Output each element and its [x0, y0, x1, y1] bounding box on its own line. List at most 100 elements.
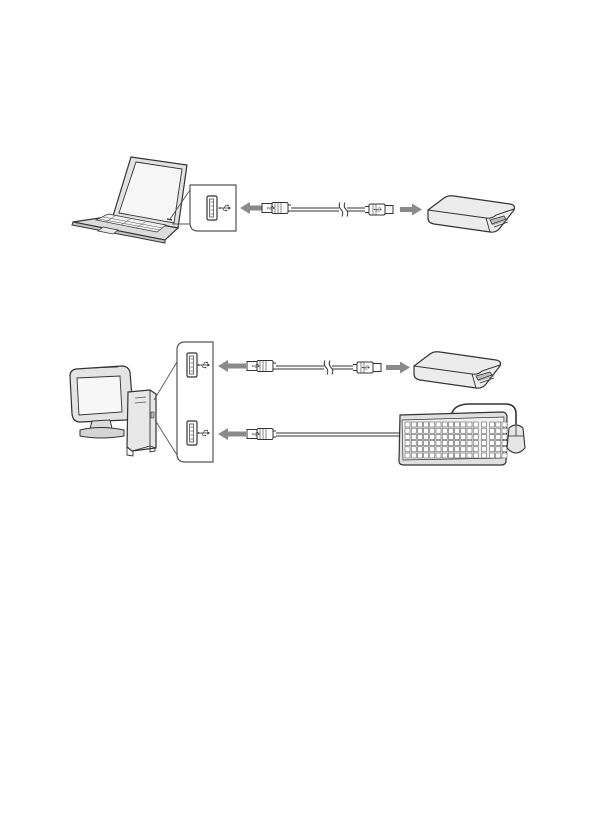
keyboard-key — [461, 434, 466, 439]
keyboard-key — [436, 422, 441, 427]
keyboard-key — [467, 453, 472, 458]
usb-cable — [262, 202, 393, 218]
keyboard-key — [436, 434, 441, 439]
keyboard-key — [430, 422, 435, 427]
keyboard-key — [405, 441, 410, 446]
keyboard-usb-cable — [247, 429, 400, 440]
keyboard-key — [448, 447, 453, 452]
keyboard-key — [481, 428, 486, 433]
keyboard-key — [496, 441, 501, 446]
zoom-leader-lines — [154, 362, 177, 455]
keyboard-key — [417, 447, 422, 452]
keyboard-key — [467, 422, 472, 427]
keyboard-key — [430, 428, 435, 433]
keyboard-key — [490, 447, 495, 452]
keyboard-key — [502, 434, 507, 439]
keyboard-key — [436, 428, 441, 433]
keyboard-key — [436, 441, 441, 446]
keyboard-key — [411, 434, 416, 439]
connect-arrow-left — [218, 428, 246, 440]
usb-port-panel — [190, 185, 236, 231]
keyboard-key — [405, 422, 410, 427]
keyboard-key — [411, 441, 416, 446]
card-reader-icon — [414, 352, 501, 388]
keyboard-key — [496, 428, 501, 433]
keyboard-key — [411, 447, 416, 452]
connect-arrow-left — [240, 202, 262, 214]
keyboard-key — [502, 428, 507, 433]
keyboard-key — [502, 453, 507, 458]
keyboard-key — [481, 441, 486, 446]
keyboard-key — [467, 447, 472, 452]
card-reader-icon — [428, 196, 515, 232]
keyboard-key — [473, 447, 478, 452]
laptop-diagram — [72, 157, 515, 243]
keyboard-key — [496, 434, 501, 439]
keyboard-key — [442, 453, 447, 458]
keyboard-key — [455, 422, 460, 427]
keyboard-key — [417, 441, 422, 446]
usb-port-upper — [187, 353, 197, 377]
keyboard-key — [448, 453, 453, 458]
usb-port — [207, 196, 217, 220]
usb-port-panel — [177, 342, 213, 462]
keyboard-key — [490, 453, 495, 458]
keyboard-key — [490, 434, 495, 439]
keyboard-key — [467, 441, 472, 446]
keyboard-key — [455, 434, 460, 439]
mouse-icon — [507, 424, 525, 453]
keyboard-key — [417, 434, 422, 439]
keyboard-key — [490, 422, 495, 427]
keyboard-key — [405, 434, 410, 439]
keyboard-key — [473, 428, 478, 433]
keyboard-key — [411, 453, 416, 458]
usb-port-lower — [187, 421, 197, 445]
keyboard-key — [496, 447, 501, 452]
keyboard-key — [467, 434, 472, 439]
keyboard-key — [502, 422, 507, 427]
keyboard-key — [461, 447, 466, 452]
keyboard-key — [473, 441, 478, 446]
keyboard-key — [424, 441, 429, 446]
keyboard-key — [430, 447, 435, 452]
desktop-diagram — [70, 342, 525, 465]
keyboard-key — [481, 422, 486, 427]
keyboard-key — [405, 453, 410, 458]
keyboard-key — [473, 453, 478, 458]
keyboard-key — [442, 422, 447, 427]
keyboard-key — [424, 428, 429, 433]
keyboard-key — [442, 434, 447, 439]
keyboard-key — [430, 434, 435, 439]
keyboard-key — [417, 453, 422, 458]
keyboard-key — [467, 428, 472, 433]
keyboard-key — [481, 434, 486, 439]
keyboard-key — [490, 428, 495, 433]
keyboard-key — [455, 453, 460, 458]
keyboard-key — [481, 453, 486, 458]
keyboard-key — [502, 447, 507, 452]
keyboard-key — [405, 428, 410, 433]
keyboard-key — [436, 447, 441, 452]
keyboard-key — [448, 422, 453, 427]
keyboard-key — [448, 441, 453, 446]
keyboard-key — [405, 447, 410, 452]
keyboard-key — [496, 422, 501, 427]
keyboard-key — [461, 441, 466, 446]
connect-arrow-right — [400, 204, 422, 216]
keyboard-key — [424, 422, 429, 427]
keyboard-key — [455, 428, 460, 433]
keyboard-key — [411, 428, 416, 433]
keyboard-key — [455, 447, 460, 452]
keyboard-key — [436, 453, 441, 458]
keyboard-key — [473, 434, 478, 439]
keyboard-key — [481, 447, 486, 452]
keyboard-key — [442, 428, 447, 433]
keyboard-key — [461, 453, 466, 458]
keyboard-key — [448, 428, 453, 433]
keyboard-key — [442, 447, 447, 452]
keyboard-key — [417, 428, 422, 433]
keyboard-key — [448, 434, 453, 439]
keyboard-key — [417, 422, 422, 427]
keyboard-key — [455, 441, 460, 446]
